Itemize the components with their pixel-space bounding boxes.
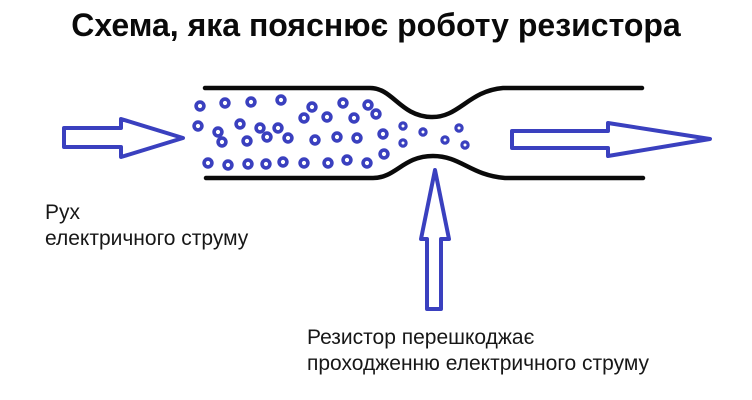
electron-icon	[298, 157, 310, 169]
electron-icon	[222, 159, 234, 171]
electron-icon	[212, 126, 224, 138]
electron-icon	[309, 134, 321, 146]
electron-icon	[361, 157, 373, 169]
electron-icon	[298, 112, 310, 124]
pipe-bottom-wall	[203, 153, 646, 181]
electron-icon	[377, 128, 389, 140]
electron-icon	[440, 135, 450, 145]
electron-icon	[277, 156, 289, 168]
electron-icon	[192, 120, 204, 132]
electron-icon	[219, 97, 231, 109]
electron-icon	[341, 154, 353, 166]
electron-icon	[398, 138, 408, 148]
page-title: Схема, яка пояснює роботу резистора	[71, 7, 681, 43]
current-flow-label-line1: Рух	[45, 201, 81, 224]
electron-icon	[260, 158, 272, 170]
electron-icon	[337, 97, 349, 109]
electron-icon	[362, 99, 374, 111]
electron-icon	[282, 132, 294, 144]
electron-icon	[234, 118, 246, 130]
resistor-up-arrow	[419, 168, 451, 311]
current-in-arrow	[62, 117, 185, 159]
electron-icon	[351, 132, 363, 144]
electron-icon	[216, 136, 228, 148]
electron-icon	[254, 122, 266, 134]
current-out-arrow	[510, 121, 712, 158]
electron-icon	[202, 157, 214, 169]
current-flow-label-line2: електричного струму	[45, 227, 249, 250]
resistor-label-line2: проходженню електричного струму	[307, 352, 650, 375]
electron-icon	[245, 96, 257, 108]
electron-icon	[242, 158, 254, 170]
electron-icon	[370, 108, 382, 120]
current-flow-label: Рух електричного струму	[45, 200, 248, 252]
electron-icon	[261, 131, 273, 143]
electron-icon	[348, 112, 360, 124]
pipe-top-wall	[202, 85, 645, 120]
electron-icon	[418, 127, 428, 137]
resistor-label: Резистор перешкоджає проходженню електри…	[307, 325, 649, 377]
electron-icon	[331, 131, 343, 143]
electron-icon	[241, 135, 253, 147]
electron-icon	[454, 123, 464, 133]
electron-icon	[272, 122, 284, 134]
resistor-label-line1: Резистор перешкоджає	[307, 326, 535, 349]
electron-icon	[378, 148, 390, 160]
electron-icon	[321, 111, 333, 123]
electron-icon	[322, 157, 334, 169]
electron-icon	[398, 121, 408, 131]
electron-icon	[194, 100, 206, 112]
electron-icon	[306, 101, 318, 113]
electron-icon	[275, 94, 287, 106]
electron-icon	[460, 140, 470, 150]
